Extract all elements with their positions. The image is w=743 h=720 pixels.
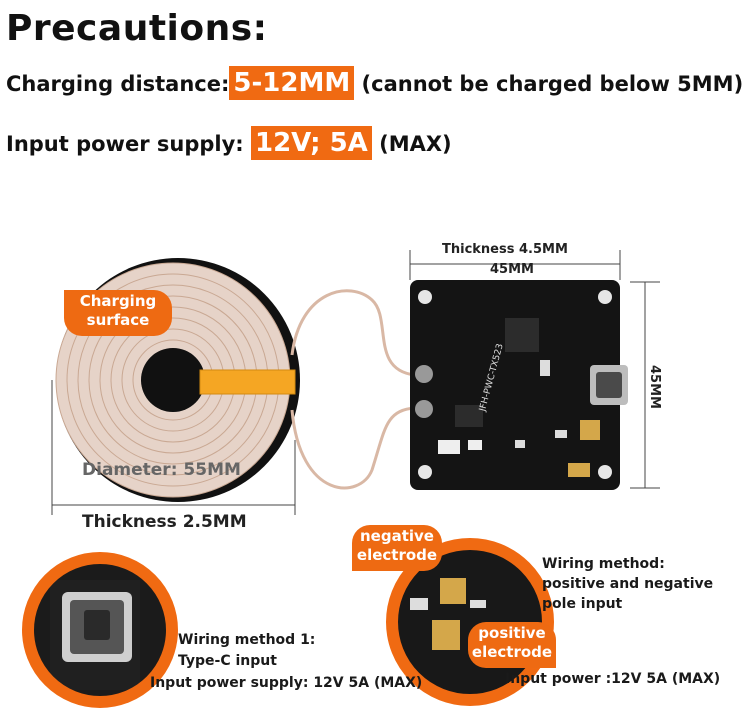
distance-value: 5-12MM — [229, 66, 355, 100]
typec-power: Input power supply: 12V 5A (MAX) — [150, 675, 423, 691]
distance-note: (cannot be charged below 5MM) — [361, 72, 743, 96]
product-illustration — [22, 250, 660, 708]
board-width-label: 45MM — [490, 262, 534, 277]
charging-surface-badge: Charging surface — [64, 290, 172, 336]
page-title: Precautions: — [6, 8, 268, 49]
negative-line1: negative — [360, 527, 434, 545]
charging-surface-line1: Charging — [79, 292, 157, 310]
typec-method: Wiring method 1: — [178, 632, 316, 648]
typec-type: Type-C input — [178, 653, 277, 669]
distance-row: Charging distance:5-12MM (cannot be char… — [6, 66, 743, 100]
charging-surface-line2: surface — [86, 311, 150, 329]
coil-dimensions — [51, 380, 296, 515]
positive-electrode-badge: positive electrode — [468, 622, 556, 668]
coil-thickness-label: Thickness 2.5MM — [82, 512, 247, 532]
board-thickness-label: Thickness 4.5MM — [442, 242, 568, 257]
board-height-label: 45MM — [647, 365, 662, 409]
pins-power: Input power :12V 5A (MAX) — [505, 671, 721, 687]
typec-zoom — [22, 552, 178, 708]
positive-line2: electrode — [471, 643, 553, 661]
coil-diameter-label: Diameter: 55MM — [82, 460, 241, 480]
negative-electrode-badge: negative electrode — [352, 525, 442, 571]
pcb-board — [410, 280, 628, 490]
power-value: 12V; 5A — [250, 126, 372, 160]
board-dimensions — [409, 250, 660, 489]
power-row: Input power supply: 12V; 5A (MAX) — [6, 126, 452, 160]
power-note: (MAX) — [379, 132, 452, 156]
power-label: Input power supply: — [6, 132, 244, 156]
negative-line2: electrode — [356, 546, 438, 564]
pins-method-line1: Wiring method: — [542, 556, 665, 572]
positive-line1: positive — [478, 624, 546, 642]
pins-method-line2: positive and negative — [542, 576, 714, 592]
coil-wires — [290, 289, 416, 490]
distance-label: Charging distance: — [6, 72, 230, 96]
pins-method-line3: pole input — [542, 596, 623, 612]
